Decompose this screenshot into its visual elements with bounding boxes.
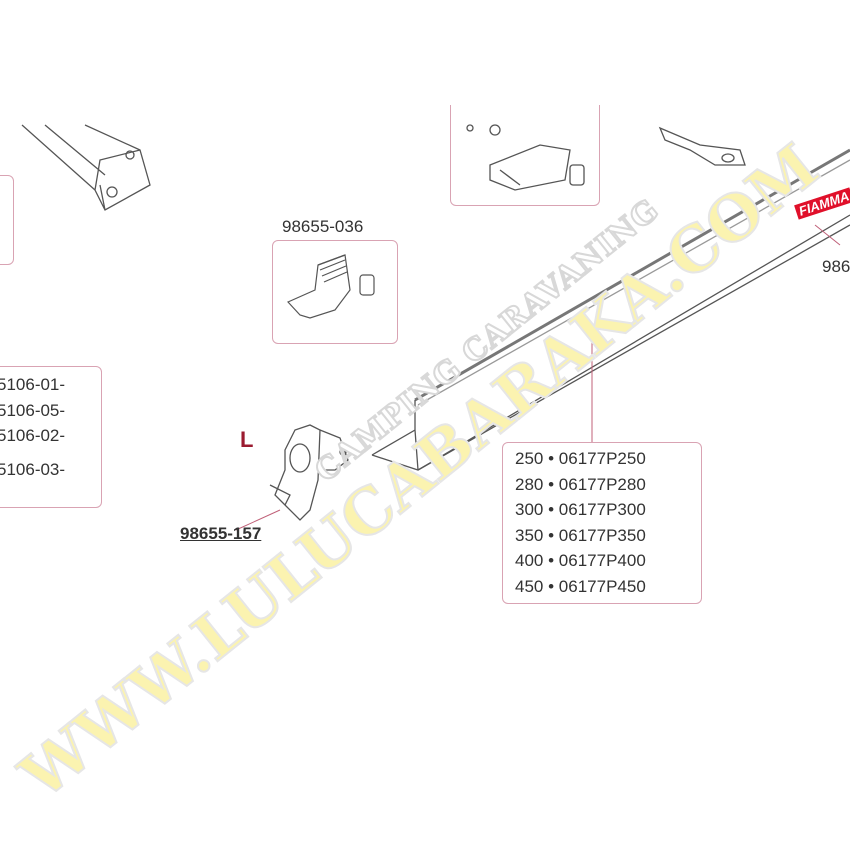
profile-item: 350 • 06177P350 xyxy=(515,525,646,545)
bracket-part-box xyxy=(272,240,398,344)
awning-profile-drawing xyxy=(371,148,850,471)
left-part-item: 5106-03- xyxy=(0,459,66,479)
slider-part-box xyxy=(450,105,600,206)
bracket-part-drawing xyxy=(286,254,375,319)
profile-item: 250 • 06177P250 xyxy=(515,449,646,468)
profile-part-list: 250 • 06177P250 280 • 06177P280 300 • 06… xyxy=(515,446,646,599)
right-partial-part-number: 986 xyxy=(822,257,850,276)
left-part-item: 5106-05- xyxy=(0,400,66,420)
profile-item: 300 • 06177P300 xyxy=(515,500,646,519)
profile-item: 280 • 06177P280 xyxy=(515,474,646,494)
left-partial-box xyxy=(0,175,14,265)
left-part-list: 5106-01- 5106-05- 5106-02- 5106-03- xyxy=(0,372,65,482)
profile-item: 400 • 06177P400 xyxy=(515,551,646,570)
left-part-list-box xyxy=(0,366,102,508)
side-marker-left: L xyxy=(240,427,254,452)
left-part-item: 5106-02- xyxy=(0,426,66,445)
left-part-item: 5106-01- xyxy=(0,375,66,394)
top-right-bracket-drawing xyxy=(658,126,746,166)
profile-item: 450 • 06177P450 xyxy=(515,576,646,596)
bracket-part-number: 98655-036 xyxy=(282,217,364,236)
end-cap-drawing xyxy=(235,424,349,531)
end-cap-part-number: 98655-157 xyxy=(180,524,262,543)
profile-part-list-box xyxy=(502,442,702,604)
arm-part-drawing xyxy=(21,124,151,211)
slider-part-drawing xyxy=(466,124,585,191)
